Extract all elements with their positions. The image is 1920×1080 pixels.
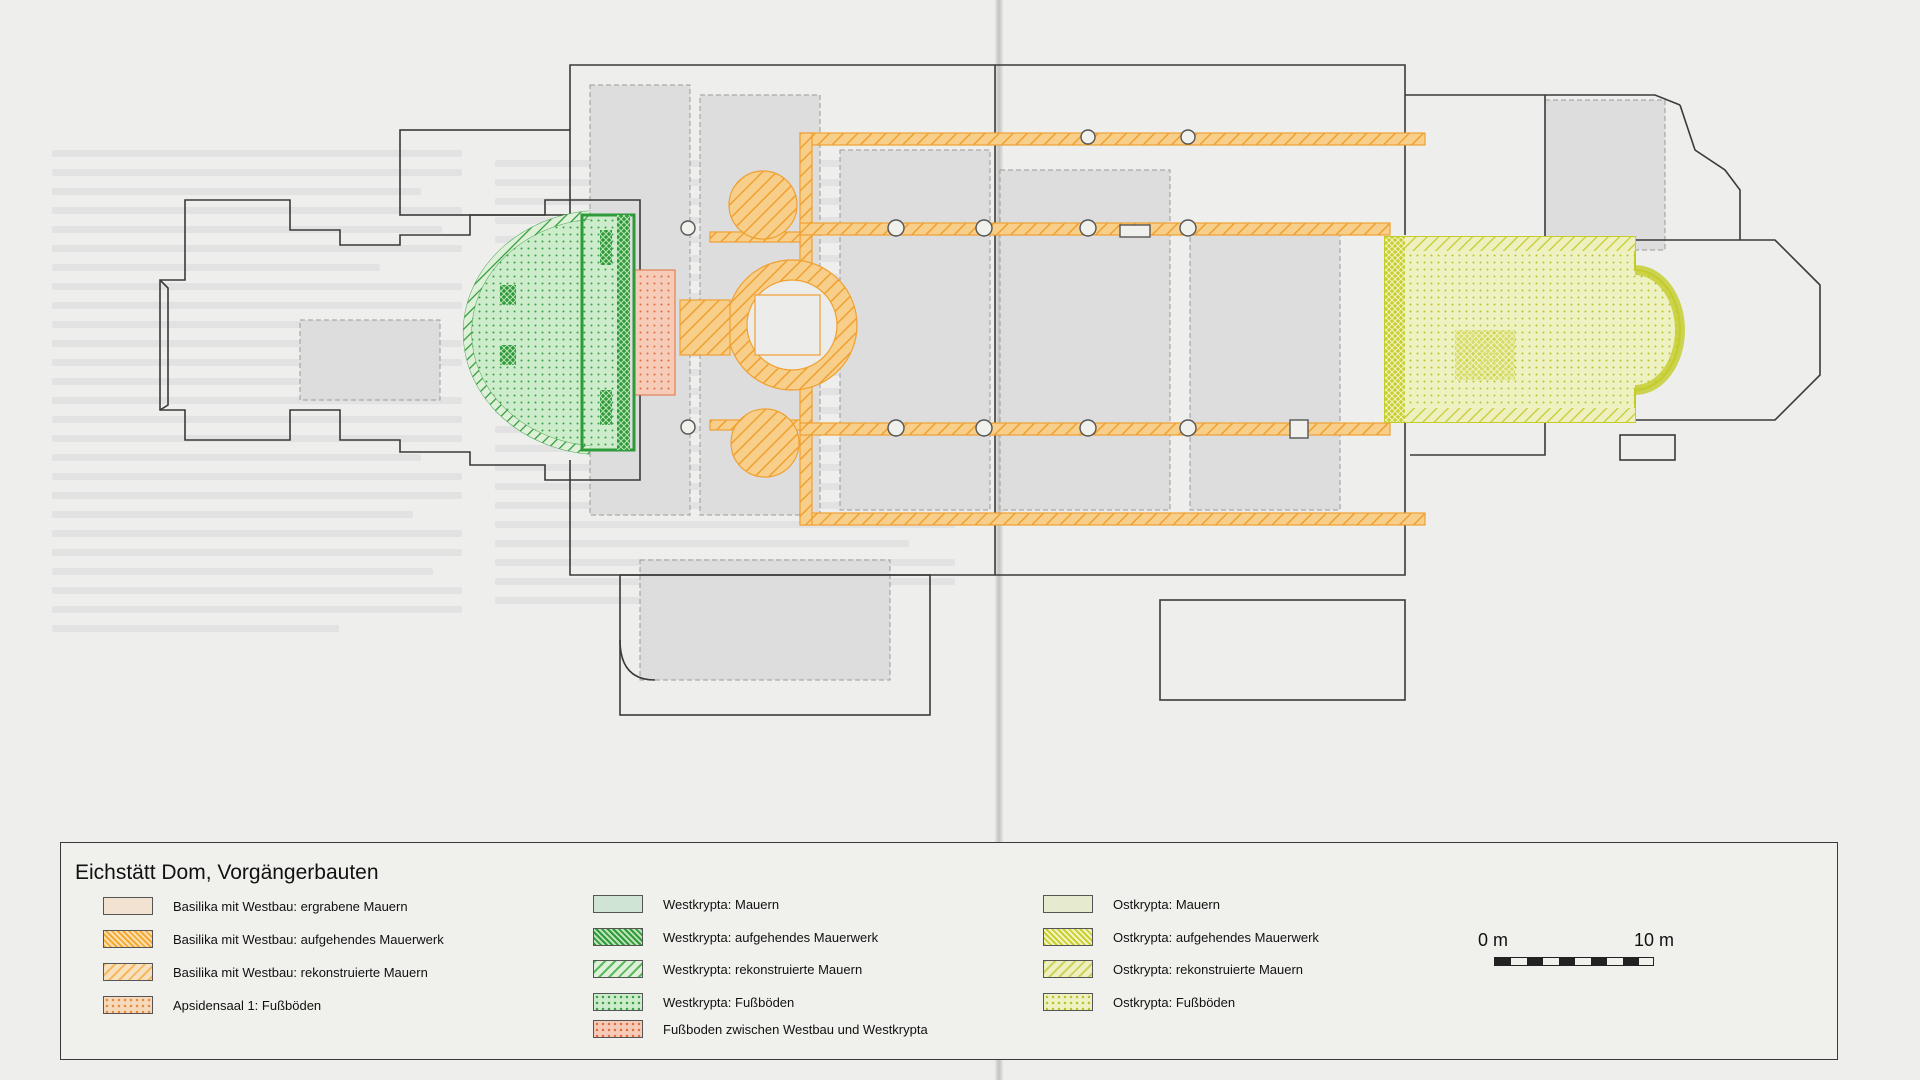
legend-label: Westkrypta: Fußböden <box>663 995 795 1010</box>
legend-item: Basilika mit Westbau: ergrabene Mauern <box>103 895 623 919</box>
legend-item: Basilika mit Westbau: rekonstruierte Mau… <box>103 961 623 985</box>
legend: Eichstätt Dom, Vorgängerbauten Basilika … <box>60 842 1838 1060</box>
legend-item: Apsidensaal 1: Fußböden <box>103 994 623 1018</box>
legend-label: Westkrypta: Mauern <box>663 897 780 912</box>
legend-item: Westkrypta: aufgehendes Mauerwerk <box>593 926 1113 950</box>
basilika-westbau <box>679 170 858 478</box>
legend-item: Westkrypta: rekonstruierte Mauern <box>593 958 1113 982</box>
legend-swatch <box>1043 928 1093 946</box>
legend-label: Basilika mit Westbau: rekonstruierte Mau… <box>173 965 428 980</box>
legend-swatch <box>1043 895 1093 913</box>
legend-item: Ostkrypta: Fußböden <box>1043 991 1563 1015</box>
legend-label: Ostkrypta: aufgehendes Mauerwerk <box>1113 930 1319 945</box>
legend-swatch <box>103 996 153 1014</box>
legend-label: Apsidensaal 1: Fußböden <box>173 998 322 1013</box>
legend-swatch <box>593 993 643 1011</box>
legend-label: Westkrypta: aufgehendes Mauerwerk <box>663 930 879 945</box>
legend-title: Eichstätt Dom, Vorgängerbauten <box>75 861 379 884</box>
legend-label: Westkrypta: rekonstruierte Mauern <box>663 962 863 977</box>
legend-item: Fußboden zwischen Westbau und Westkrypta <box>593 1018 1113 1042</box>
legend-swatch <box>1043 993 1093 1011</box>
scale-start-label: 0 m <box>1478 930 1509 950</box>
legend-label: Ostkrypta: Fußböden <box>1113 995 1236 1010</box>
legend-swatch <box>593 895 643 913</box>
legend-label: Basilika mit Westbau: ergrabene Mauern <box>173 899 408 914</box>
book-spine <box>995 0 1003 1080</box>
legend-item: Westkrypta: Mauern <box>593 893 1113 917</box>
legend-swatch <box>1043 960 1093 978</box>
columns <box>680 129 1309 439</box>
ostkrypta <box>1384 236 1685 423</box>
scale-end-label: 10 m <box>1634 930 1675 950</box>
background-text-left <box>52 150 462 644</box>
westkrypta <box>462 210 636 455</box>
legend-swatch <box>593 928 643 946</box>
legend-swatch <box>103 930 153 948</box>
legend-swatch <box>593 960 643 978</box>
legend-item: Basilika mit Westbau: aufgehendes Mauerw… <box>103 928 623 952</box>
legend-label: Basilika mit Westbau: aufgehendes Mauerw… <box>173 932 444 947</box>
legend-swatch <box>593 1020 643 1038</box>
legend-label: Ostkrypta: rekonstruierte Mauern <box>1113 962 1304 977</box>
legend-swatch <box>103 897 153 915</box>
legend-item: Westkrypta: Fußböden <box>593 991 1113 1015</box>
building-outline <box>159 64 1821 716</box>
legend-item: Ostkrypta: aufgehendes Mauerwerk <box>1043 926 1563 950</box>
legend-item: Ostkrypta: rekonstruierte Mauern <box>1043 958 1563 982</box>
floor-between-westbau-westkrypta <box>634 269 676 396</box>
legend-swatch <box>103 963 153 981</box>
legend-label: Fußboden zwischen Westbau und Westkrypta <box>663 1022 928 1037</box>
legend-item: Ostkrypta: Mauern <box>1043 893 1563 917</box>
legend-label: Ostkrypta: Mauern <box>1113 897 1220 912</box>
scale-bar <box>1494 957 1654 966</box>
